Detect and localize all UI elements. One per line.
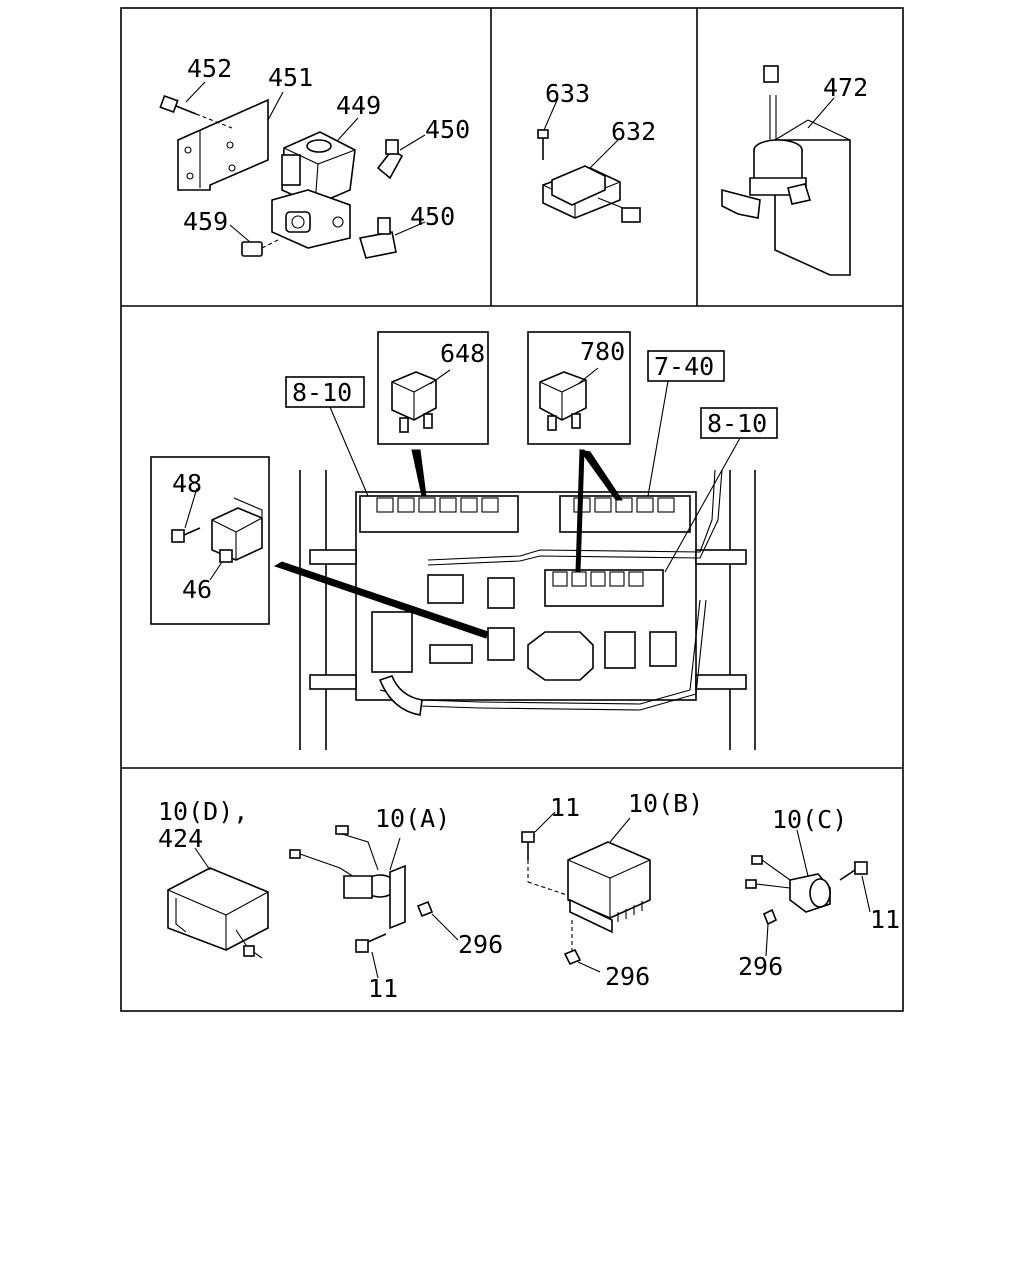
label-472: 472 (823, 73, 868, 102)
inset-relay-648: 648 (377, 331, 489, 445)
bottom-labels: 10(D), 424 10(A) 11 296 11 10(B) 296 10(… (158, 789, 900, 1003)
ref-7-40-text: 7-40 (654, 352, 714, 381)
label-424: 424 (158, 824, 203, 853)
label-10b: 10(B) (628, 789, 703, 818)
label-11-c: 11 (870, 905, 900, 934)
label-452: 452 (187, 54, 232, 83)
label-459: 459 (183, 207, 228, 236)
solenoid-valve-472-drawing (721, 65, 851, 276)
label-11-a: 11 (368, 974, 398, 1003)
ref-8-10-right-text: 8-10 (707, 409, 767, 438)
label-296-c: 296 (738, 952, 783, 981)
label-648: 648 (440, 339, 485, 368)
label-633: 633 (545, 79, 590, 108)
valve-assembly-drawing (159, 81, 426, 259)
ref-box-8-10-right: 8-10 (664, 407, 778, 573)
label-10c: 10(C) (772, 805, 847, 834)
label-296-b: 296 (605, 962, 650, 991)
ref-8-10-left-text: 8-10 (292, 378, 352, 407)
label-46: 46 (182, 575, 212, 604)
solenoid-valve-472-labels: 472 (823, 73, 868, 102)
label-632: 632 (611, 117, 656, 146)
label-296-a: 296 (458, 930, 503, 959)
valve-assembly-labels: 452 451 449 450 459 450 (183, 54, 470, 236)
label-451: 451 (268, 63, 313, 92)
label-449: 449 (336, 91, 381, 120)
label-10a: 10(A) (375, 804, 450, 833)
label-450-lower: 450 (410, 202, 455, 231)
ref-box-8-10-left: 8-10 (285, 376, 369, 497)
panel-frames (120, 7, 904, 1012)
ref-box-7-40: 7-40 (647, 350, 725, 497)
label-11-b: 11 (550, 793, 580, 822)
label-780: 780 (580, 337, 625, 366)
inset-relay-780: 780 (527, 331, 631, 445)
label-450-upper: 450 (425, 115, 470, 144)
relay-board-drawing (299, 469, 756, 750)
label-48: 48 (172, 469, 202, 498)
inset-relay-48-46: 48 46 (150, 456, 270, 625)
pointer-wedges (273, 449, 623, 639)
bottom-parts-drawing (167, 811, 871, 979)
sensor-unit-labels: 633 632 (545, 79, 656, 146)
sensor-unit-drawing (537, 97, 641, 223)
label-10d: 10(D), (158, 797, 248, 826)
